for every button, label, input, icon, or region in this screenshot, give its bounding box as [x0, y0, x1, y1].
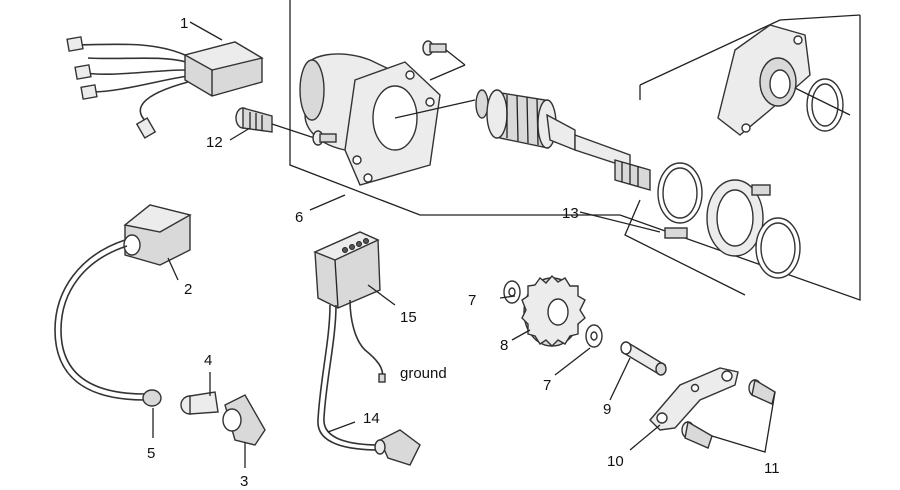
leader-lines: [152, 21, 776, 468]
label-15: 15: [400, 309, 417, 326]
label-5: 5: [147, 445, 155, 462]
brush-holder-group: [624, 162, 801, 296]
label-9: 9: [603, 401, 611, 418]
voltage-regulator-part: [66, 36, 264, 139]
starter-motor-housing: [299, 53, 476, 186]
label-3: 3: [240, 473, 248, 490]
label-6: 6: [295, 209, 303, 226]
label-10: 10: [607, 453, 624, 470]
label-4: 4: [204, 352, 212, 369]
starter-end-cover: [717, 24, 851, 136]
callout-labels: 1 12 6 2 4 5 3 7 8 7 9 10 11 13 15 groun…: [147, 15, 780, 490]
label-ground: ground: [400, 365, 447, 382]
label-1: 1: [180, 15, 188, 32]
label-14: 14: [363, 410, 380, 427]
starter-motor-group-frame: [289, 0, 861, 301]
label-11: 11: [764, 460, 780, 477]
starter-armature: [475, 89, 651, 191]
label-8: 8: [500, 337, 508, 354]
label-7-upper: 7: [468, 292, 476, 309]
ignition-coil-part: [54, 204, 192, 407]
label-12: 12: [206, 134, 223, 151]
housing-screws: [312, 40, 466, 146]
spark-plug-cap-part: [180, 391, 266, 446]
cdi-unit-part: [313, 231, 421, 466]
label-2: 2: [184, 281, 192, 298]
bracket-plate-part: [649, 367, 739, 431]
screws-part-11: [681, 378, 776, 449]
pin-part-9: [620, 341, 667, 376]
label-13: 13: [562, 205, 579, 222]
starter-gear-assembly: [503, 274, 603, 348]
label-7-lower: 7: [543, 377, 551, 394]
